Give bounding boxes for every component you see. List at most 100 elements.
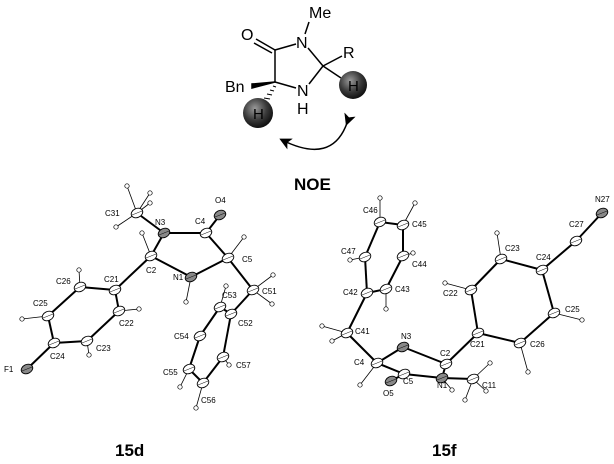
bond [47,286,81,317]
nh-h-label: H [297,101,309,118]
bond [188,335,201,370]
bond [519,312,555,344]
hydrogen-atom [347,257,353,263]
atom-label: C2 [146,266,157,275]
atom-label: C52 [238,319,253,328]
bond [227,257,254,291]
hydrogen-atom [442,280,448,286]
atom-label: C26 [56,277,71,286]
hydrogen-atom [483,388,489,394]
bond [575,212,603,242]
hydrogen-atom [410,250,416,256]
atom-label: C54 [174,332,189,341]
h-left-label: H [253,106,264,123]
hydrogen-atom [139,230,145,236]
atom-label: F1 [4,365,14,374]
atom-label: O4 [215,196,226,205]
bond [477,332,521,344]
r-label: R [343,45,355,62]
bond [205,232,229,259]
atom-label: C4 [354,358,365,367]
atom-label: O5 [383,389,394,398]
atom-label: C5 [403,377,414,386]
bond [346,292,368,334]
bond [470,289,479,334]
compound-15f-label: 15f [432,441,457,460]
hydrogen-atom [136,306,142,312]
hydrogen-atom [223,283,229,289]
atom-label: C27 [569,220,584,229]
hydrogen-atom [270,272,276,278]
o-label: O [241,27,253,44]
atom-label: N1 [173,273,184,282]
hydrogen-atom [177,384,183,390]
hydrogen-atom [226,362,232,368]
hydrogen-atom [462,397,468,403]
atom-label: C53 [222,291,237,300]
hydrogen-atom [525,369,531,375]
noe-label: NOE [294,175,331,194]
hydrogen-atom [319,323,325,329]
hydrogen-atom [269,301,275,307]
hydrogen-atom [377,195,383,201]
bond [150,255,192,278]
atom-label: C21 [470,340,485,349]
me-label: Me [309,5,331,22]
hydrogen-atom [383,306,389,312]
atom-label: C43 [395,285,410,294]
atom-label: C56 [201,396,216,405]
atom-label: C41 [355,327,370,336]
atom-label: C21 [104,275,119,284]
bond [403,373,443,379]
hydrogen-atom [487,360,493,366]
hydrogen-atom [76,267,82,273]
atom-label: N3 [155,218,166,227]
bond [114,255,152,291]
hydrogen-atom [494,230,500,236]
bond [541,269,555,314]
atom-label: C31 [105,209,120,218]
hydrogen-atom [124,183,130,189]
bond [190,257,229,278]
h-sphere-right [339,71,367,99]
bond [385,255,404,290]
atom-label: C22 [443,289,458,298]
hydrogen-atom [86,352,92,358]
atom-label: C24 [536,253,551,262]
atom-label: C25 [33,299,48,308]
atom-label: C46 [363,206,378,215]
hydrogen-atom [412,200,418,206]
bond [86,310,120,342]
h-right-label: H [348,78,359,95]
atom-label: C23 [96,344,111,353]
atom-label: C25 [565,305,580,314]
bond [470,258,502,291]
atom-label: N27 [595,195,610,204]
bond [222,313,232,358]
bond [445,332,479,365]
atom-label: C51 [262,287,277,296]
bond [136,212,165,234]
hydrogen-atom [183,299,189,305]
hydrogen-atom [113,224,119,230]
bond [364,221,381,258]
hydrogen-atom [19,316,25,322]
n-bottom-label: N [297,83,309,100]
atom-label: N1 [437,381,448,390]
bond [541,240,577,271]
hydrogen-atom [147,190,153,196]
bond [500,258,543,271]
atom-label: C22 [119,319,134,328]
atom-label: C11 [482,381,497,390]
atom-label: C42 [343,288,358,297]
hydrogen-atom [329,338,335,344]
atom-label: C57 [236,361,251,370]
atom-label: C2 [440,349,451,358]
atom-label: C5 [242,255,253,264]
atom-label: C44 [412,260,427,269]
bond [364,256,368,294]
